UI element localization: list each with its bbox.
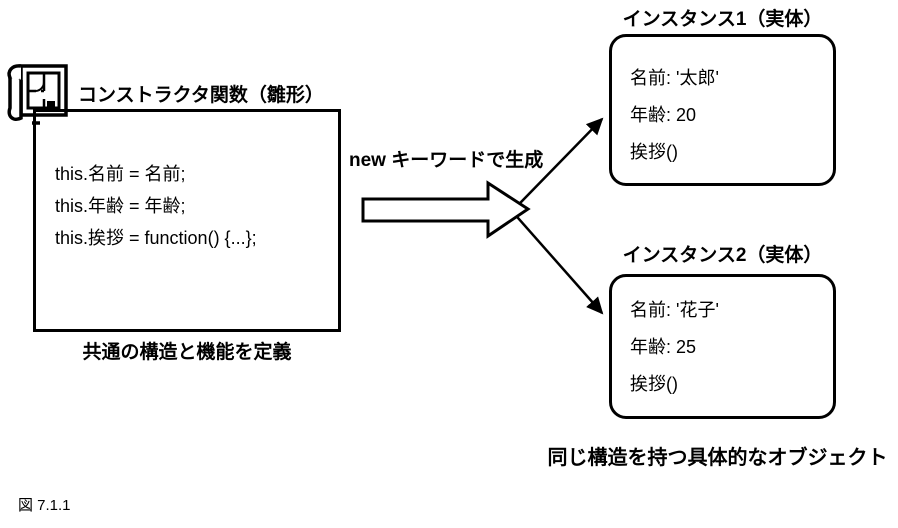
- instance-2-title: インスタンス2（実体）: [622, 245, 823, 266]
- blueprint-icon: [7, 64, 68, 125]
- constructor-box: this.名前 = 名前; this.年齢 = 年齢; this.挨拶 = fu…: [33, 109, 341, 332]
- code-line: this.年齢 = 年齢;: [55, 196, 186, 216]
- block-arrow: [361, 180, 531, 239]
- new-keyword-label: new キーワードで生成: [349, 150, 544, 171]
- constructor-code: this.名前 = 名前; this.年齢 = 年齢; this.挨拶 = fu…: [36, 112, 338, 254]
- instance-1-fields: 名前: '太郎' 年齢: 20 挨拶(): [612, 37, 833, 171]
- code-line: this.挨拶 = function() {...};: [55, 228, 257, 248]
- instance-2-box: 名前: '花子' 年齢: 25 挨拶(): [609, 274, 836, 419]
- field-name: 名前: '花子': [630, 300, 719, 320]
- field-age: 年齢: 25: [630, 337, 697, 357]
- instance-1-box: 名前: '太郎' 年齢: 20 挨拶(): [609, 34, 836, 186]
- field-greet: 挨拶(): [630, 374, 678, 394]
- constructor-title: コンストラクタ関数（雛形）: [78, 85, 324, 106]
- figure-label: 図 7.1.1: [18, 497, 71, 514]
- instances-caption: 同じ構造を持つ具体的なオブジェクト: [547, 447, 888, 469]
- field-age: 年齢: 20: [630, 105, 697, 125]
- constructor-caption: 共通の構造と機能を定義: [82, 342, 292, 363]
- field-greet: 挨拶(): [630, 142, 678, 162]
- field-name: 名前: '太郎': [630, 68, 719, 88]
- code-line: this.名前 = 名前;: [55, 164, 186, 184]
- instance-2-fields: 名前: '花子' 年齢: 25 挨拶(): [612, 277, 833, 403]
- instance-1-title: インスタンス1（実体）: [622, 9, 823, 30]
